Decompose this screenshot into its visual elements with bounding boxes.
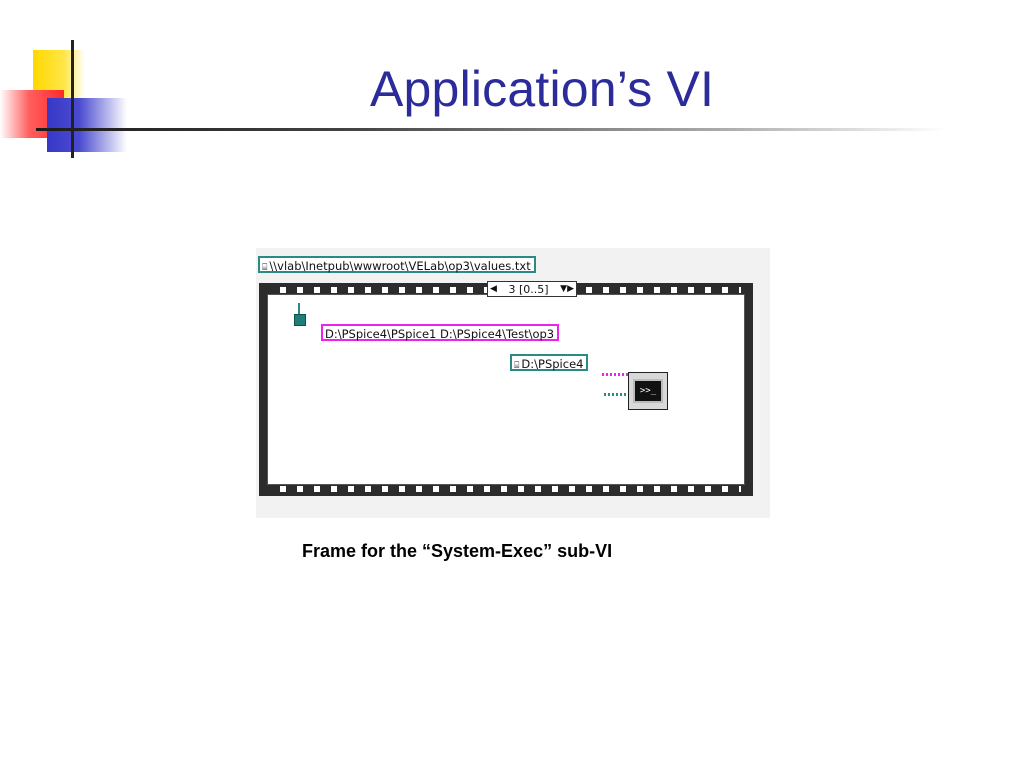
path-icon: ⌸ [262,263,268,273]
decoration-blue-square [47,98,127,152]
working-directory-constant: ⌸D:\PSpice4 [510,354,589,371]
figure-caption: Frame for the “System-Exec” sub-VI [302,541,613,561]
terminal-icon: >>_ [633,379,663,403]
slide-title: Application’s VI [370,61,715,117]
decoration-vertical-line [71,40,74,158]
file-path-constant: ⌸\\vlab\Inetpub\wwwroot\VELab\op3\values… [258,256,536,273]
path-icon: ⌸ [514,361,520,371]
command-line-constant: D:\PSpice4\PSpice1 D:\PSpice4\Test\op3 [321,324,560,341]
sequence-frame-selector[interactable]: ◀ 3 [0..5] ▼ ▶ [487,281,577,297]
working-directory-text: D:\PSpice4 [521,357,584,371]
system-exec-subvi[interactable]: >>_ [628,372,668,410]
sequence-frame-content [267,294,745,485]
terminal-icon-text: >>_ [639,386,657,396]
file-path-text: \\vlab\Inetpub\wwwroot\VELab\op3\values.… [269,259,531,273]
increment-arrow-icon[interactable]: ▶ [567,284,574,294]
path-wire [298,303,300,317]
sequence-structure: ◀ 3 [0..5] ▼ ▶ D:\PSpice4\PSpice1 D:\PSp… [259,281,753,496]
labview-block-diagram: ⌸\\vlab\Inetpub\wwwroot\VELab\op3\values… [256,248,770,518]
slide-decoration [0,0,140,170]
string-wire [602,373,628,376]
sequence-tunnel [294,314,306,326]
title-underline [36,128,946,131]
decrement-arrow-icon[interactable]: ◀ [490,284,497,294]
working-directory-wire [604,393,628,396]
dropdown-arrow-icon[interactable]: ▼ [560,284,568,294]
command-line-text: D:\PSpice4\PSpice1 D:\PSpice4\Test\op3 [325,327,555,341]
frame-selector-label: 3 [0..5] [508,282,549,296]
